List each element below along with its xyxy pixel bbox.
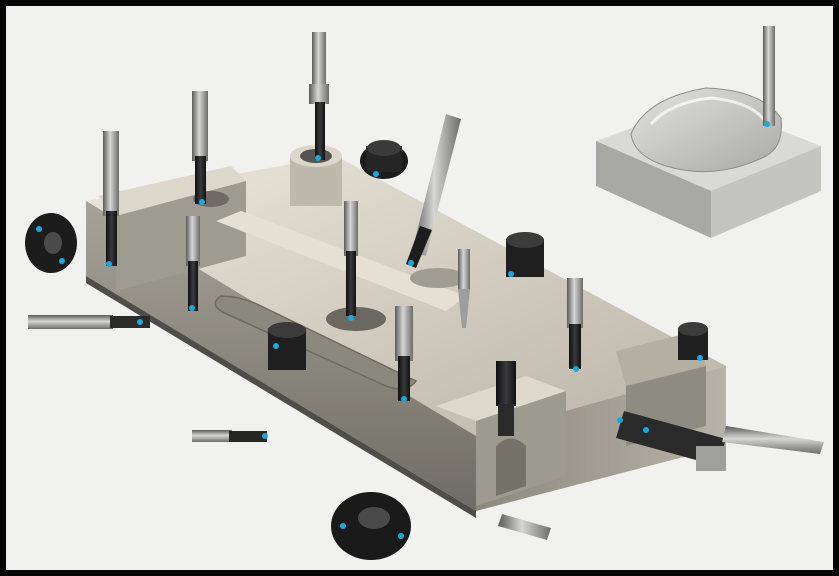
face-mill-cutters bbox=[25, 140, 708, 560]
machining-illustration bbox=[25, 26, 824, 560]
horizontal-tools bbox=[28, 315, 824, 540]
inset-workpiece bbox=[596, 26, 821, 238]
end-mill-tools bbox=[103, 32, 583, 436]
